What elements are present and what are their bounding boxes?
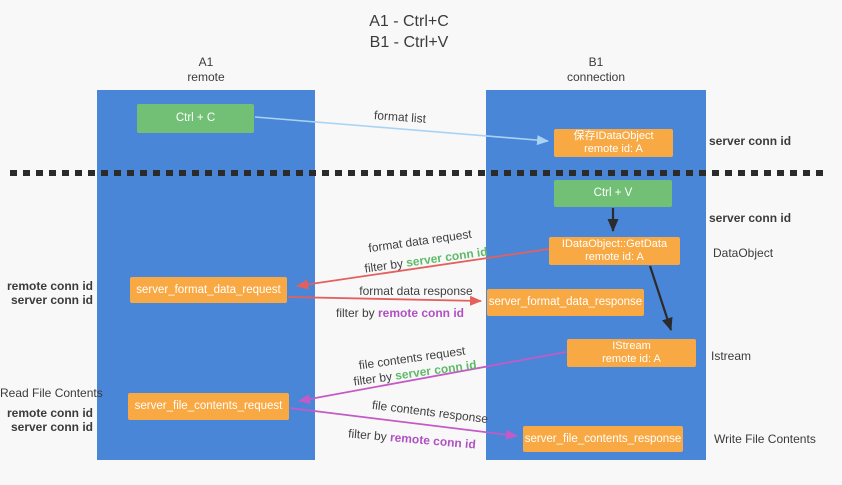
diagram-title: A1 - Ctrl+C B1 - Ctrl+V xyxy=(0,11,818,53)
remote-conn-id-text: remote conn id xyxy=(389,430,477,452)
node-ctrl-c: Ctrl + C xyxy=(137,104,254,133)
remote-conn-id-text: remote conn id xyxy=(378,306,465,320)
edge-label-format-list: format list xyxy=(373,108,427,126)
node-server-format-data-request: server_format_data_request xyxy=(130,277,287,303)
node-istream: IStream remote id: A xyxy=(567,339,696,367)
right-label-istream: Istream xyxy=(711,349,752,363)
node-format-response-label: server_format_data_response xyxy=(488,296,643,308)
filter-by-text: filter by xyxy=(363,255,408,276)
node-ctrl-c-label: Ctrl + C xyxy=(175,112,216,124)
node-file-response-label: server_file_contents_response xyxy=(524,432,682,445)
node-server-format-data-response: server_format_data_response xyxy=(487,289,644,316)
right-label-write-file-contents: Write File Contents xyxy=(714,432,816,446)
edge-label-file-contents-response: file contents response xyxy=(371,397,489,427)
node-file-request-label: server_file_contents_request xyxy=(134,400,283,412)
node-idataobject-getdata: IDataObject::GetData remote id: A xyxy=(549,237,680,265)
filter-by-text: filter by xyxy=(335,306,378,320)
lifeline-a1-name: A1 xyxy=(198,55,214,69)
node-istream-line1: IStream xyxy=(612,340,651,352)
node-istream-line2: remote id: A xyxy=(602,353,661,365)
right-label-dataobject: DataObject xyxy=(713,246,774,260)
left-label-remote-conn-id-format: remote conn id xyxy=(6,279,93,293)
lifeline-a1-subtitle: remote xyxy=(187,70,225,84)
lifeline-header-a1: A1 remote xyxy=(97,55,315,85)
node-getdata-line2: remote id: A xyxy=(585,251,644,263)
node-format-request-label: server_format_data_request xyxy=(136,283,281,296)
lifeline-b1-subtitle: connection xyxy=(566,70,626,84)
left-label-read-file-contents: Read File Contents xyxy=(0,386,103,400)
lifeline-b1-name: B1 xyxy=(588,55,604,69)
lifeline-header-b1: B1 connection xyxy=(486,55,706,85)
edge-label-format-data-response: format data response xyxy=(359,284,473,298)
filter-by-text: filter by xyxy=(347,426,391,445)
title-line-b1: B1 - Ctrl+V xyxy=(369,34,449,51)
node-server-file-contents-response: server_file_contents_response xyxy=(523,426,683,452)
right-label-server-conn-id-mid: server conn id xyxy=(709,211,792,225)
left-label-server-conn-id-file: server conn id xyxy=(10,420,93,434)
edge-label-filter-remote-1: filter by remote conn id xyxy=(336,306,464,320)
section-divider-dotted-line xyxy=(10,170,824,176)
node-ctrl-v: Ctrl + V xyxy=(554,180,672,207)
right-label-server-conn-id-top: server conn id xyxy=(709,134,792,148)
edge-label-filter-remote-2: filter by remote conn id xyxy=(348,426,477,451)
node-ctrl-v-label: Ctrl + V xyxy=(593,187,633,199)
node-save-idataobject-line1: 保存IDataObject xyxy=(573,130,654,142)
node-getdata-line1: IDataObject::GetData xyxy=(561,238,668,250)
node-save-idataobject-line2: remote id: A xyxy=(584,143,643,155)
node-save-idataobject: 保存IDataObject remote id: A xyxy=(554,129,673,157)
left-label-server-conn-id-format: server conn id xyxy=(10,293,93,307)
title-line-a1: A1 - Ctrl+C xyxy=(369,13,449,30)
node-server-file-contents-request: server_file_contents_request xyxy=(128,393,289,420)
left-label-remote-conn-id-file: remote conn id xyxy=(6,406,93,420)
